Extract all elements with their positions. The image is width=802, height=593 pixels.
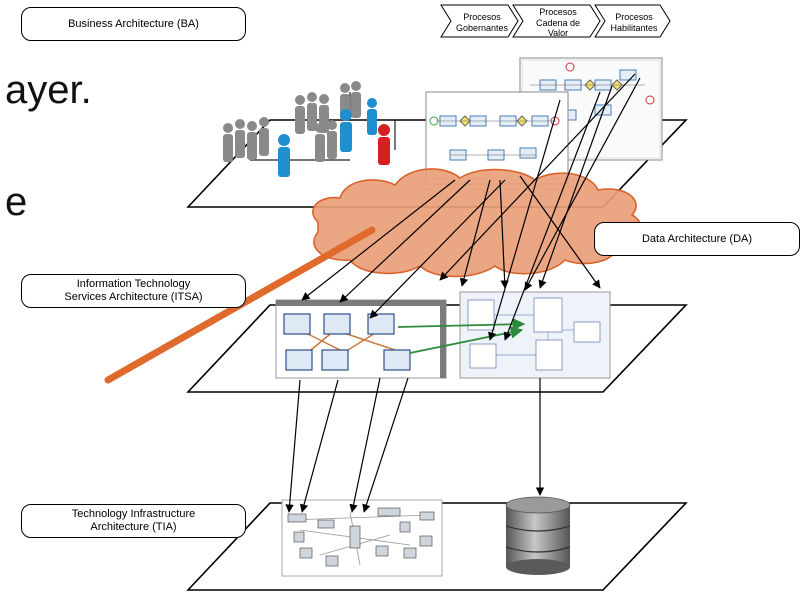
cloud-shape: [312, 168, 643, 278]
network-infrastructure-image: [281, 499, 443, 577]
data-model-image: [459, 291, 611, 379]
background-text-fragment-2: e: [5, 180, 28, 224]
ba-label: Business Architecture (BA): [21, 7, 246, 41]
services-image: [275, 299, 447, 379]
background-text-fragment-1: ayer.: [5, 68, 92, 112]
itsa-label-line1: Information Technology: [76, 278, 191, 291]
chevron-procesos-habilitantes: [594, 4, 671, 38]
green-arrow-1: [397, 317, 526, 331]
chevron-1-line2: Gobernantes: [456, 23, 509, 33]
chevron-procesos-cadena-valor: [512, 4, 601, 38]
tia-label: Technology Infrastructure Architecture (…: [21, 504, 246, 538]
itsa-label-line2: Services Architecture (ITSA): [64, 291, 203, 303]
bpmn-process-image-front: [425, 91, 569, 185]
chevron-1-line1: Procesos: [463, 12, 501, 22]
chevron-2-line2: Cadena de: [536, 18, 580, 28]
chevron-procesos-gobernantes: [440, 4, 519, 38]
da-label-text: Data Architecture (DA): [641, 232, 753, 245]
ba-label-text: Business Architecture (BA): [68, 17, 199, 30]
green-arrow-2: [409, 326, 524, 354]
chevron-2-line3: Valor: [548, 28, 568, 38]
people-org-chart-image: [223, 81, 396, 177]
chevron-3-line1: Procesos: [615, 12, 653, 22]
ba-to-services-arrows: [301, 73, 641, 341]
services-to-infrastructure-arrows: [285, 377, 545, 513]
chevron-3-line2: Habilitantes: [610, 23, 658, 33]
tia-label-line1: Technology Infrastructure: [71, 508, 196, 521]
itsa-label: Information Technology Services Architec…: [21, 274, 246, 308]
chevron-2-line1: Procesos: [539, 7, 577, 17]
process-chevrons: Procesos Gobernantes Procesos Cadena de …: [440, 4, 671, 38]
database-icon: [505, 496, 571, 575]
itsa-layer-plane: [186, 304, 688, 393]
tia-label-line2: Architecture (TIA): [90, 521, 177, 533]
da-label: Data Architecture (DA): [594, 222, 800, 256]
